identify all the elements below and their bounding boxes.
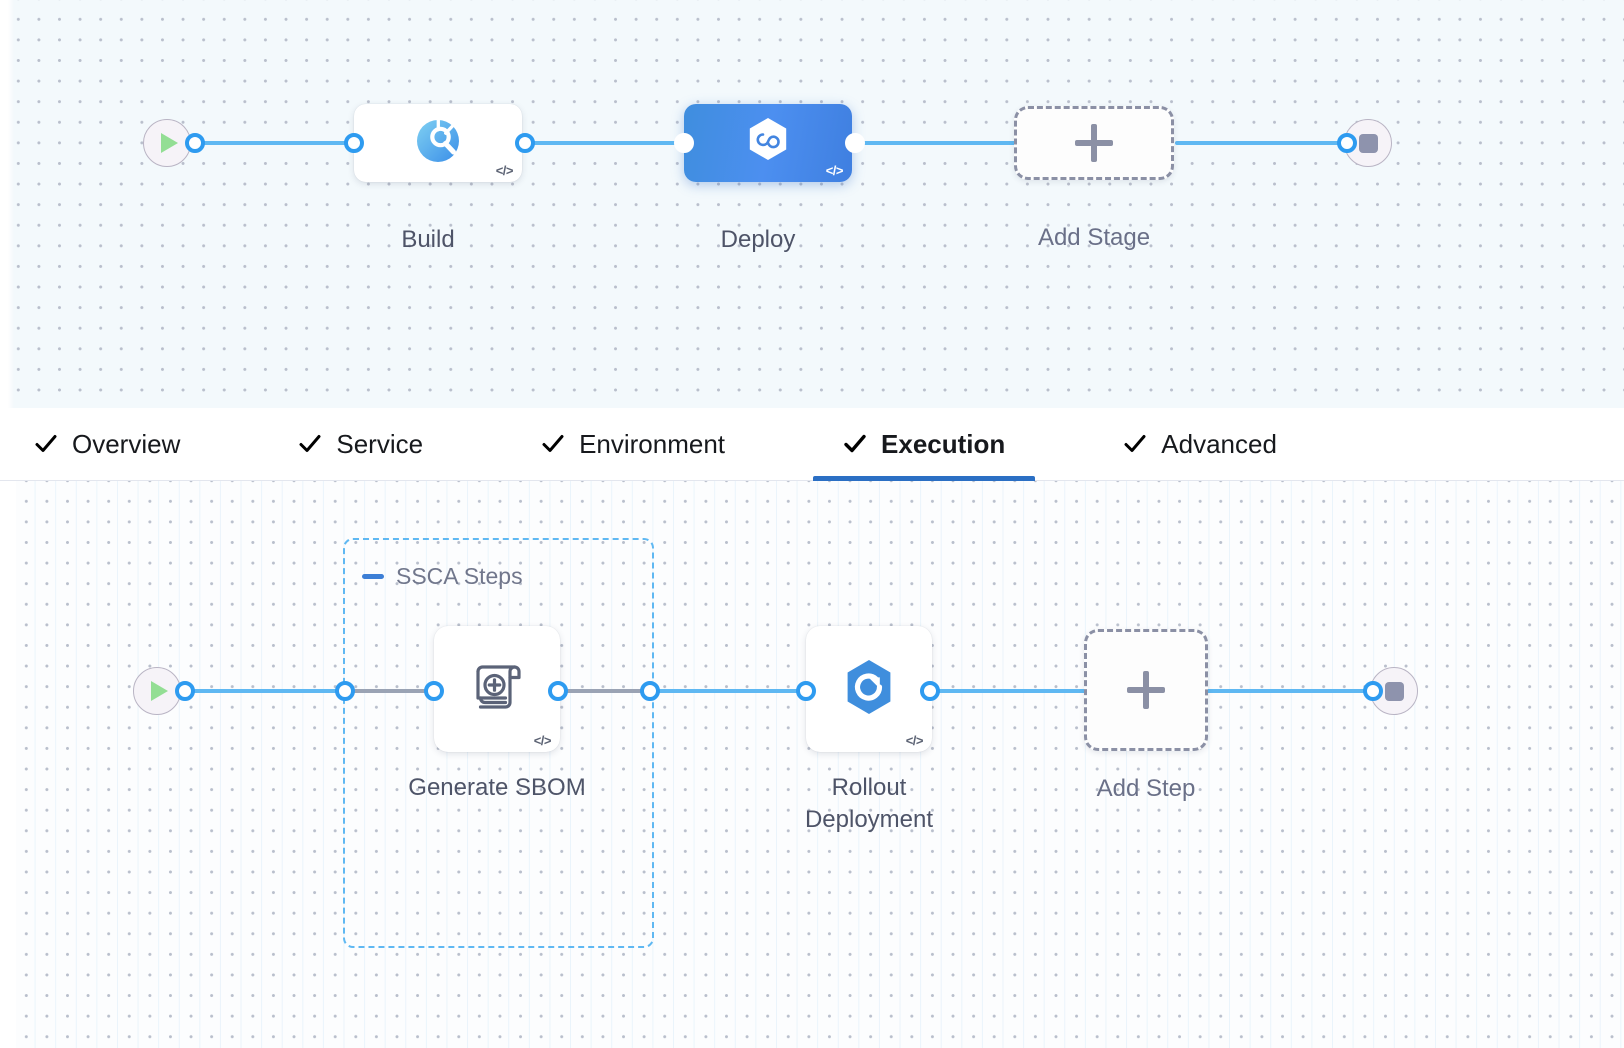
security-scan-icon (414, 117, 462, 170)
step-label-generate-sbom: Generate SBOM (408, 774, 586, 801)
stages-canvas[interactable]: </> Build </> Deploy (0, 0, 1624, 408)
stage-card-deploy[interactable]: </> (684, 104, 852, 182)
tab-label: Advanced (1161, 428, 1277, 459)
port-end-in[interactable] (1337, 133, 1357, 153)
pipeline-start-node[interactable] (143, 119, 191, 167)
stage-config-tabs: Overview Service Environment Execution A (0, 408, 1624, 481)
code-icon[interactable]: </> (825, 163, 844, 178)
plus-icon (1075, 124, 1113, 162)
stop-icon (1358, 133, 1378, 153)
check-icon (298, 432, 322, 456)
check-icon (1123, 432, 1147, 456)
code-icon[interactable]: </> (495, 163, 514, 178)
tab-service[interactable]: Service (294, 408, 427, 481)
edge-sbom-to-group-exit (558, 689, 650, 693)
ssca-steps-group-title: SSCA Steps (396, 563, 523, 589)
step-card-generate-sbom[interactable]: </> (434, 626, 560, 752)
tab-label: Execution (881, 428, 1006, 459)
check-icon (34, 432, 58, 456)
add-stage-button[interactable] (1014, 106, 1174, 180)
port-build-in[interactable] (344, 133, 364, 153)
edge-addstage-to-end (1175, 141, 1355, 145)
edge-start-to-group (175, 689, 347, 693)
stop-icon (1384, 681, 1404, 701)
code-icon[interactable]: </> (533, 733, 552, 748)
tab-advanced[interactable]: Advanced (1119, 408, 1281, 481)
add-step-button[interactable] (1084, 629, 1208, 751)
execution-graph: SSCA Steps (0, 481, 1624, 1048)
execution-steps-canvas[interactable]: SSCA Steps (0, 481, 1624, 1048)
stage-label-build: Build (401, 226, 455, 253)
port-exec-end-in[interactable] (1363, 681, 1383, 701)
stages-graph: </> Build </> Deploy (0, 0, 1624, 408)
edge-rollout-to-addstep (928, 689, 1088, 693)
port-sbom-out[interactable] (548, 681, 568, 701)
port-rollout-in[interactable] (796, 681, 816, 701)
port-deploy-in[interactable] (674, 133, 694, 153)
sbom-scroll-icon (464, 654, 530, 725)
play-icon (161, 133, 178, 153)
check-icon (843, 432, 867, 456)
stage-card-build[interactable]: </> (354, 104, 522, 182)
edge-build-to-deploy (515, 141, 695, 145)
ssca-steps-group[interactable] (343, 538, 654, 948)
play-icon (151, 681, 168, 701)
minus-icon[interactable] (362, 574, 384, 579)
port-start-out[interactable] (185, 133, 205, 153)
edge-group-to-sbom (345, 689, 435, 693)
deploy-hexagon-icon (741, 114, 795, 173)
k8s-rollout-icon (837, 655, 901, 724)
edge-deploy-to-addstage (845, 141, 1020, 145)
step-label-rollout-deployment: Rollout Deployment (804, 774, 934, 833)
tab-execution[interactable]: Execution (812, 408, 1036, 481)
edge-start-to-build (185, 141, 360, 145)
edge-addstep-to-end (1205, 689, 1375, 693)
tab-overview[interactable]: Overview (30, 408, 184, 481)
port-rollout-out[interactable] (920, 681, 940, 701)
tab-environment[interactable]: Environment (537, 408, 729, 481)
port-exec-start-out[interactable] (175, 681, 195, 701)
port-group-in[interactable] (335, 681, 355, 701)
port-deploy-out[interactable] (845, 133, 865, 153)
port-build-out[interactable] (515, 133, 535, 153)
add-step-label: Add Step (1096, 775, 1196, 802)
ssca-steps-group-header[interactable]: SSCA Steps (362, 563, 523, 590)
port-group-out[interactable] (640, 681, 660, 701)
add-stage-label: Add Stage (1037, 224, 1151, 251)
check-icon (541, 432, 565, 456)
tab-label: Overview (72, 428, 181, 459)
plus-icon (1127, 671, 1165, 709)
code-icon[interactable]: </> (905, 733, 924, 748)
edge-group-to-rollout (648, 689, 820, 693)
tab-label: Environment (579, 428, 726, 459)
step-card-rollout-deployment[interactable]: </> (806, 626, 932, 752)
port-sbom-in[interactable] (424, 681, 444, 701)
stage-label-deploy: Deploy (720, 226, 796, 253)
execution-start-node[interactable] (133, 667, 181, 715)
tab-label: Service (336, 428, 424, 459)
